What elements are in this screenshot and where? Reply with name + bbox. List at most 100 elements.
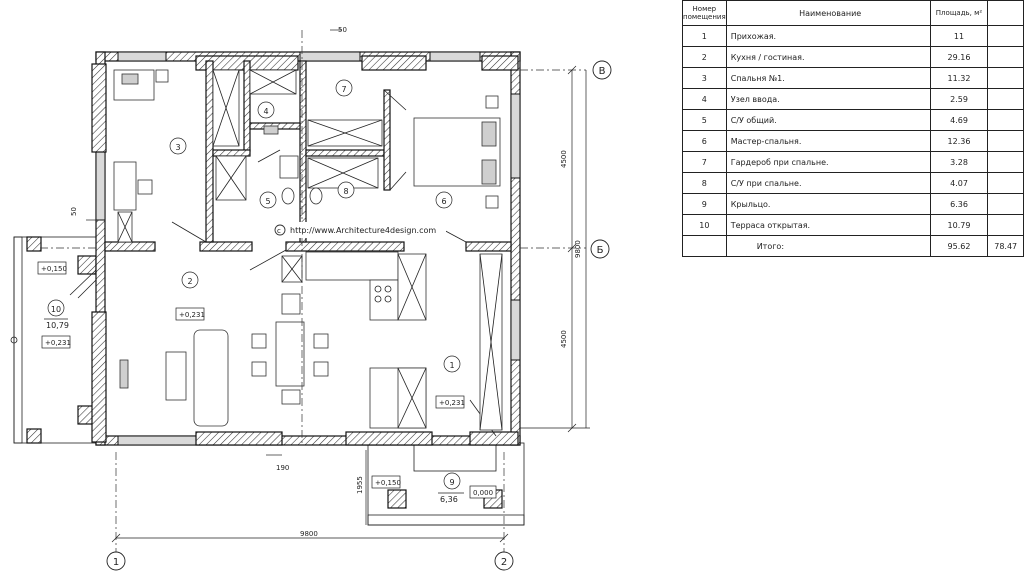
row-area: 6.36 [929, 193, 989, 215]
total-label: Итого: [725, 235, 931, 257]
svg-text:+0,231: +0,231 [179, 311, 205, 319]
room-number-10: 10 [51, 305, 61, 314]
room-number-6: 6 [441, 197, 446, 206]
row-area: 2.59 [929, 88, 989, 110]
level-mark-living: +0,231 [175, 307, 205, 321]
table-header-row: Номер помещения Наименование Площадь, м² [682, 0, 1024, 26]
axis-bubble-2: 2 [494, 551, 514, 571]
level-mark-ground: 0,000 [469, 485, 497, 499]
svg-text:c: c [277, 227, 281, 235]
row-extra [987, 67, 1024, 89]
row-name: Терраса открытая. [725, 214, 931, 236]
room-marker-3: 3 [169, 137, 187, 155]
row-area: 4.07 [929, 172, 989, 194]
level-mark-terrace-side: +0,231 [41, 335, 71, 349]
axis-label-2: 2 [501, 557, 507, 568]
furniture [113, 69, 503, 431]
room-number-3: 3 [175, 143, 180, 152]
row-number: 4 [682, 88, 727, 110]
row-area: 10.79 [929, 214, 989, 236]
axis-bubble-b: Б [590, 239, 610, 259]
row-name: Узел ввода. [725, 88, 931, 110]
row-extra [987, 214, 1024, 236]
room-number-2: 2 [187, 277, 192, 286]
header-name: Наименование [725, 0, 931, 26]
row-number: 9 [682, 193, 727, 215]
room-marker-1: 1 [443, 355, 461, 373]
dim-lower-half: 4500 [560, 330, 568, 348]
level-mark-hall: +0,231 [435, 395, 465, 409]
row-number: 2 [682, 46, 727, 68]
room-number-9: 9 [449, 478, 454, 487]
row-extra [987, 109, 1024, 131]
room-marker-2: 2 [181, 271, 199, 289]
row-name: С/У общий. [725, 109, 931, 131]
row-extra [987, 172, 1024, 194]
table-total-row: Итого: 95.62 78.47 [682, 235, 1024, 257]
dim-wall-left: 50 [70, 207, 78, 216]
row-area: 29.16 [929, 46, 989, 68]
row-name: Кухня / гостиная. [725, 46, 931, 68]
row-extra [987, 193, 1024, 215]
total-area: 95.62 [929, 235, 989, 257]
row-extra [987, 130, 1024, 152]
dim-wall-bottom: 190 [276, 464, 289, 472]
room-number-1: 1 [449, 361, 454, 370]
axis-lines [40, 30, 586, 552]
exterior-walls [91, 51, 521, 446]
row-extra [987, 88, 1024, 110]
row-number: 1 [682, 25, 727, 47]
row-number: 8 [682, 172, 727, 194]
room-number-4: 4 [263, 107, 268, 116]
row-area: 3.28 [929, 151, 989, 173]
watermark-text: http://www.Architecture4design.com [290, 226, 436, 235]
svg-text:+0,150: +0,150 [41, 265, 67, 273]
header-number: Номер помещения [682, 0, 727, 26]
row-area: 11.32 [929, 67, 989, 89]
room-marker-7: 7 [335, 79, 353, 97]
row-name: Крыльцо. [725, 193, 931, 215]
row-number: 7 [682, 151, 727, 173]
row-number: 3 [682, 67, 727, 89]
dimension-lines [86, 29, 590, 543]
row-area: 4.69 [929, 109, 989, 131]
header-extra [987, 0, 1024, 26]
porch-area: 6,36 [440, 495, 458, 504]
row-name: Прихожая. [725, 25, 931, 47]
svg-text:0,000: 0,000 [473, 489, 493, 497]
floor-plan: 1 2 Б В 50 50 190 9800 9800 4500 4500 19… [10, 26, 612, 571]
terrace-area: 10,79 [46, 321, 69, 330]
row-area: 12.36 [929, 130, 989, 152]
axis-bubble-v: В [592, 60, 612, 80]
axis-label-v: В [599, 66, 606, 77]
dim-upper-half: 4500 [560, 150, 568, 168]
row-extra [987, 151, 1024, 173]
row-number: 10 [682, 214, 727, 236]
svg-text:+0,150: +0,150 [375, 479, 401, 487]
row-number: 6 [682, 130, 727, 152]
room-marker-8: 8 [337, 181, 355, 199]
room-number-7: 7 [341, 85, 346, 94]
dim-porch-depth: 1955 [356, 476, 364, 494]
row-area: 11 [929, 25, 989, 47]
dim-total-width: 9800 [300, 530, 318, 538]
row-extra [987, 25, 1024, 47]
dim-wall-top: 50 [338, 26, 347, 34]
room-number-8: 8 [343, 187, 348, 196]
axis-label-1: 1 [113, 557, 119, 568]
room-schedule-table: Номер помещения Наименование Площадь, м²… [682, 0, 1024, 257]
svg-text:+0,231: +0,231 [439, 399, 465, 407]
room-marker-10: 10 [47, 299, 65, 317]
watermark: c http://www.Architecture4design.com [266, 222, 446, 238]
dim-total-height: 9800 [574, 240, 582, 258]
axis-bubble-1: 1 [106, 551, 126, 571]
